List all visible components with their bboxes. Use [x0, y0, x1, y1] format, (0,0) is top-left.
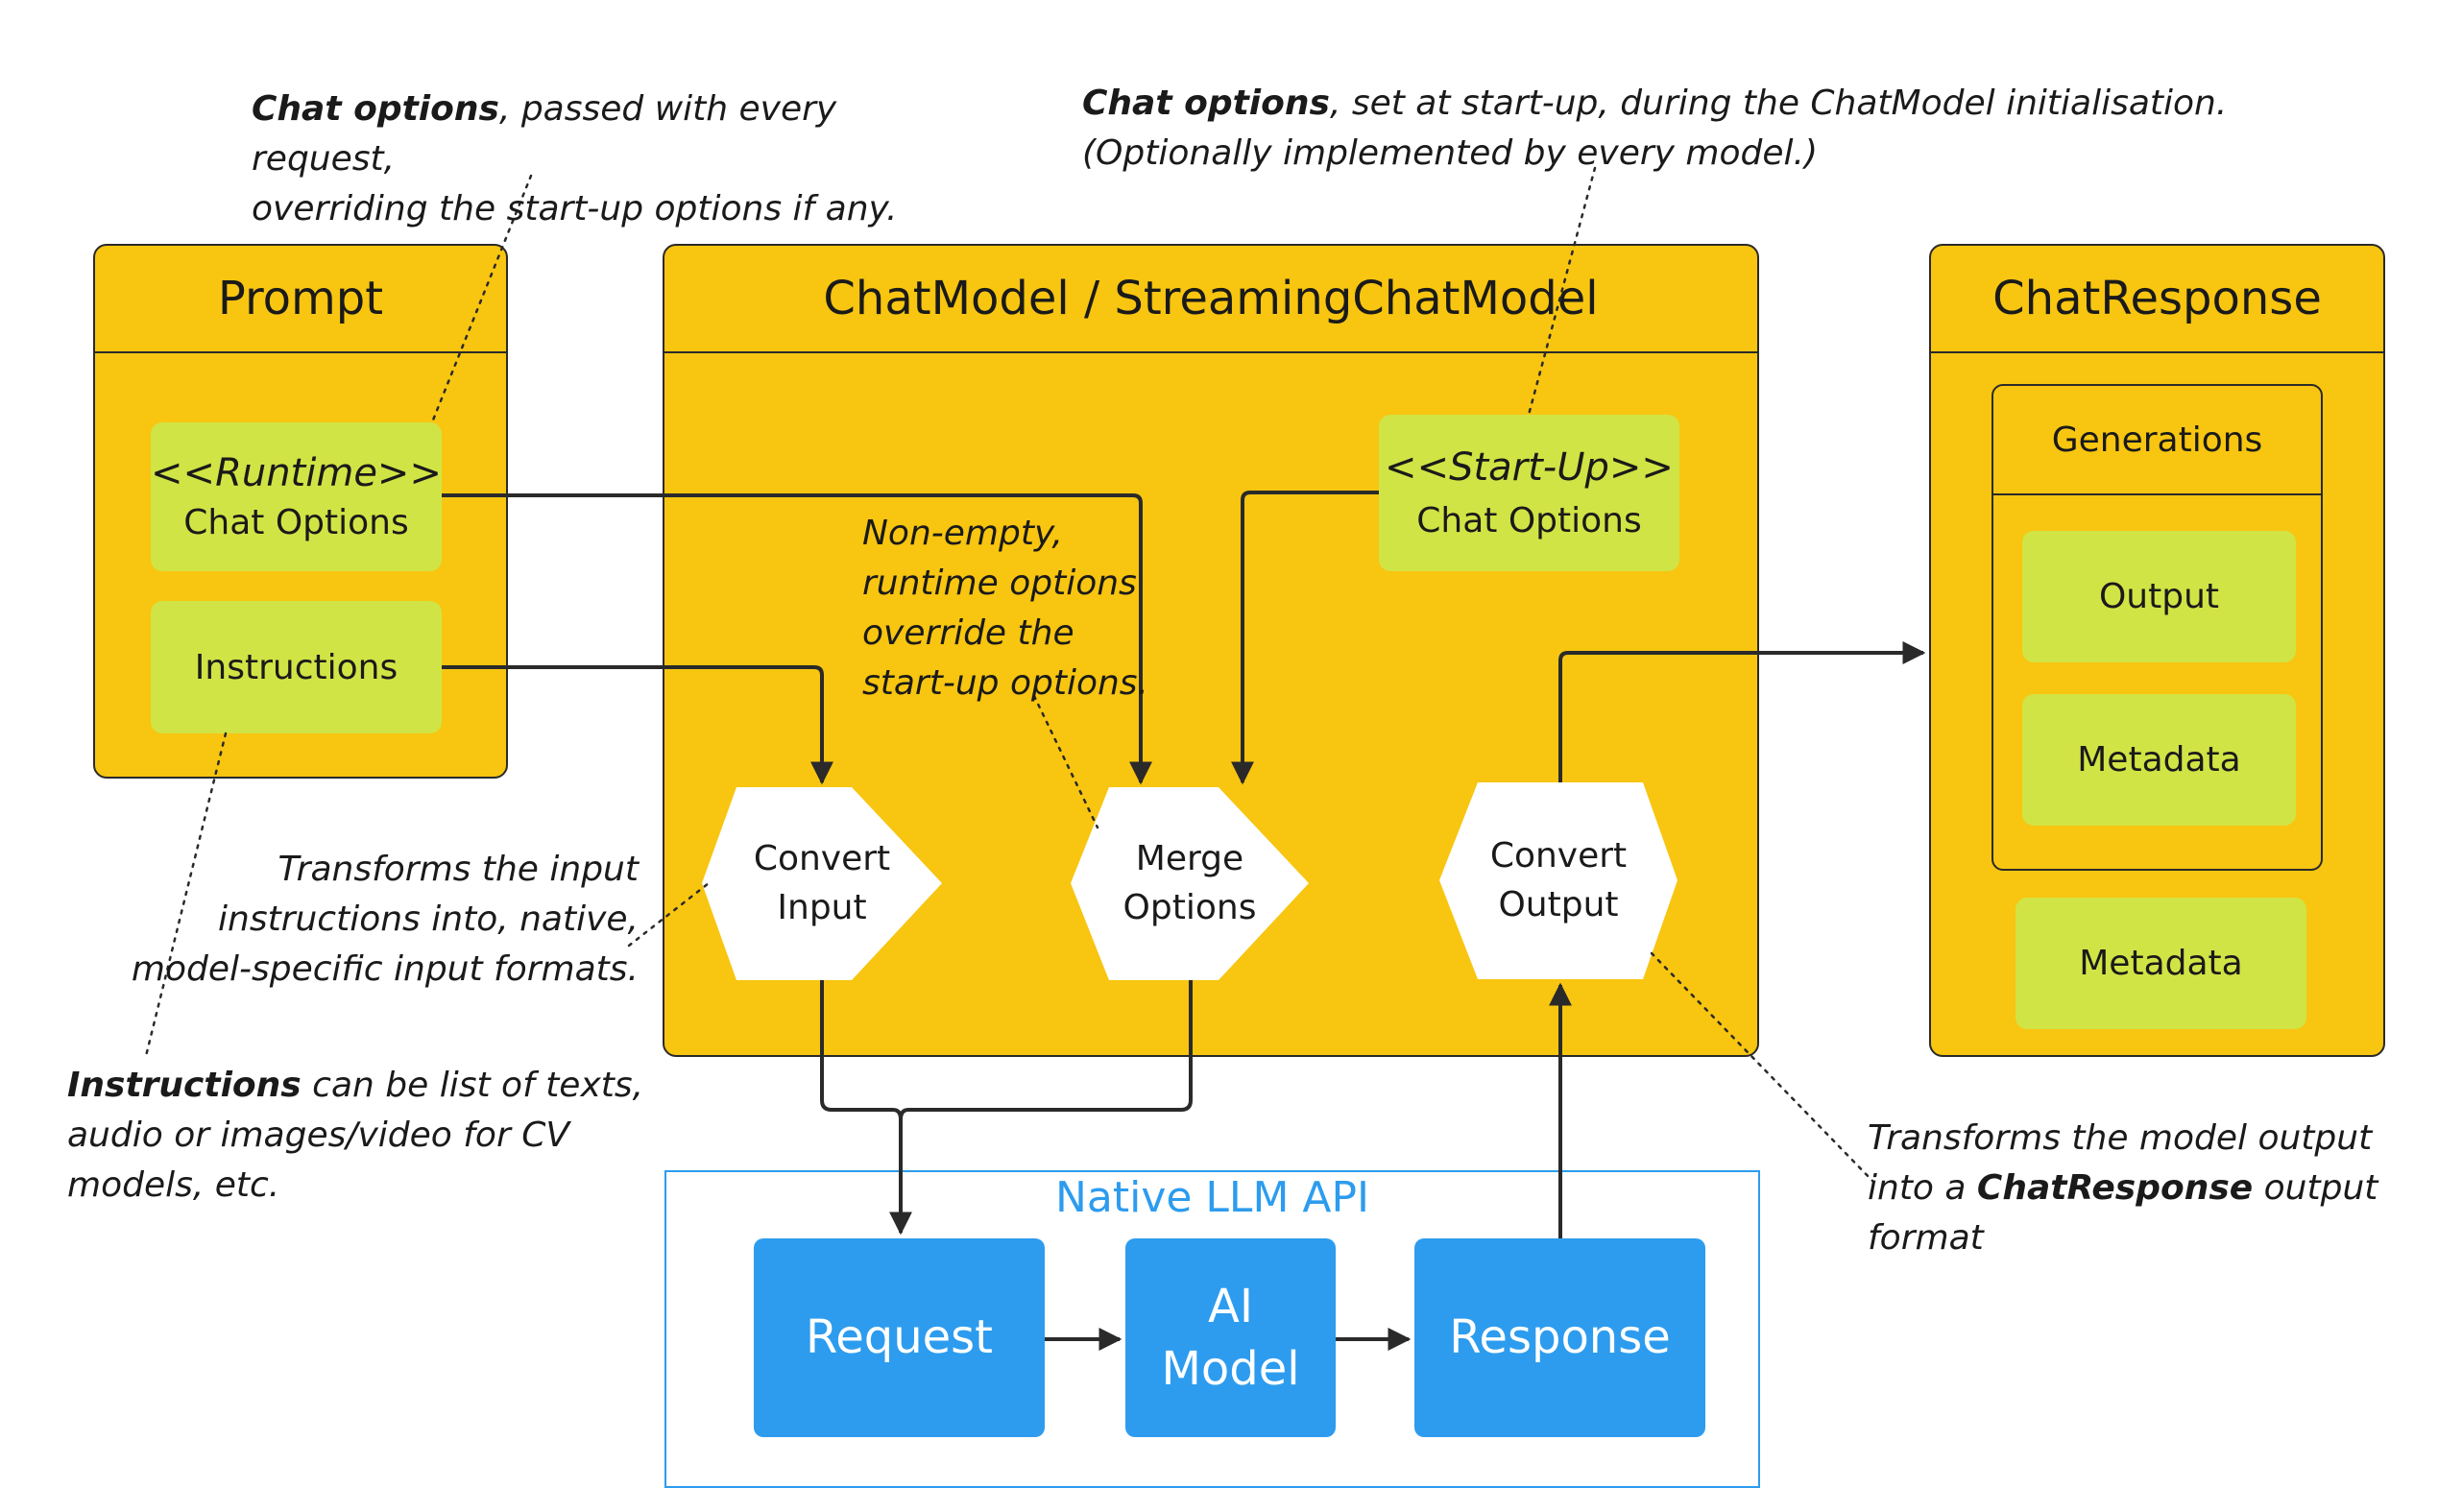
merge-options-label: Merge Options — [1071, 787, 1309, 980]
merge-note-line3: override the — [862, 613, 1074, 653]
runtime-to-merge-arrow — [442, 493, 1152, 785]
merge-options-line1: Merge — [1135, 839, 1244, 879]
startup-chat-options-box: <<Start-Up>> Chat Options — [1379, 415, 1679, 571]
generations-box: Generations — [1991, 384, 2323, 871]
merge-note-line2: runtime options — [862, 564, 1137, 603]
startup-to-merge-arrow — [1231, 491, 1379, 785]
runtime-options-note-line2: overriding the start-up options if any. — [252, 189, 898, 228]
prompt-title: Prompt — [95, 246, 506, 353]
convert-input-to-request-line — [820, 980, 912, 1236]
generations-title: Generations — [1993, 386, 2321, 495]
instructions-note-line3: models, etc. — [67, 1165, 280, 1205]
merge-note-line4: start-up options. — [862, 663, 1148, 703]
merge-options-note: Non-empty, runtime options override the … — [862, 509, 1150, 708]
startup-options-note-bold: Chat options — [1082, 84, 1330, 123]
response-metadata-box: Metadata — [2016, 898, 2306, 1029]
convert-output-note-line3: format — [1868, 1218, 1984, 1258]
startup-note-leader — [1527, 166, 1597, 417]
convert-output-line2: Output — [1498, 884, 1619, 924]
instructions-note-line2: audio or images/video for CV — [67, 1116, 569, 1155]
ai-model-box: AI Model — [1125, 1238, 1336, 1437]
instructions-label: Instructions — [194, 647, 398, 687]
chat-model-title: ChatModel / StreamingChatModel — [664, 246, 1757, 353]
request-label: Request — [806, 1310, 993, 1365]
native-llm-api-title: Native LLM API — [1054, 1173, 1370, 1222]
convert-output-hexagon — [1439, 782, 1678, 979]
runtime-stereotype: <<Runtime>> — [151, 451, 442, 495]
response-box: Response — [1414, 1238, 1705, 1437]
native-llm-api-box — [664, 1170, 1760, 1488]
convert-input-line2: Input — [777, 887, 867, 927]
chat-response-title: ChatResponse — [1931, 246, 2383, 353]
generation-metadata-box: Metadata — [2022, 694, 2296, 826]
convert-input-hexagon — [702, 787, 942, 980]
runtime-options-note: Chat options, passed with every request,… — [252, 84, 981, 234]
convert-output-note-bold: ChatResponse — [1976, 1168, 2254, 1208]
runtime-chat-options-label: Chat Options — [183, 503, 409, 542]
generation-metadata-label: Metadata — [2077, 740, 2241, 780]
request-box: Request — [754, 1238, 1045, 1437]
instructions-note-bold: Instructions — [67, 1066, 302, 1105]
output-label: Output — [2098, 577, 2220, 616]
convert-input-line1: Convert — [753, 839, 891, 879]
convert-output-note-post: output — [2253, 1168, 2378, 1208]
merge-options-line2: Options — [1122, 887, 1257, 927]
runtime-note-leader — [430, 174, 533, 424]
convert-input-note: Transforms the input instructions into, … — [106, 845, 639, 995]
convert-output-note-leader — [1650, 951, 1874, 1183]
convert-input-note-line3: model-specific input formats. — [131, 949, 639, 989]
merge-options-hexagon — [1071, 787, 1309, 980]
output-box: Output — [2022, 531, 2296, 662]
convert-output-note: Transforms the model output into a ChatR… — [1868, 1114, 2405, 1263]
startup-chat-options-label: Chat Options — [1416, 501, 1642, 540]
startup-options-note-line2: (Optionally implemented by every model.) — [1082, 133, 1819, 173]
convert-input-note-line1: Transforms the input — [278, 850, 639, 889]
instructions-to-convert-input-arrow — [442, 665, 833, 785]
runtime-options-note-rest: , passed with every request, — [252, 89, 837, 179]
startup-options-note-rest: , set at start-up, during the ChatModel … — [1329, 84, 2228, 123]
ai-model-line1: AI — [1208, 1279, 1253, 1333]
convert-input-note-line2: instructions into, native, — [218, 900, 639, 939]
instructions-note-leader — [144, 732, 228, 1058]
instructions-note: Instructions can be list of texts, audio… — [67, 1061, 663, 1211]
runtime-options-note-bold: Chat options — [252, 89, 499, 129]
convert-output-line1: Convert — [1489, 836, 1628, 876]
ai-model-line2: Model — [1161, 1341, 1300, 1396]
startup-options-note: Chat options, set at start-up, during th… — [1082, 79, 2273, 179]
response-metadata-label: Metadata — [2079, 944, 2243, 983]
convert-output-note-line1: Transforms the model output — [1868, 1118, 2373, 1158]
runtime-chat-options-box: <<Runtime>> Chat Options — [151, 422, 442, 571]
convert-output-to-chat-response-arrow — [1558, 641, 1926, 782]
convert-output-label: Convert Output — [1439, 782, 1678, 979]
instructions-note-rest: can be list of texts, — [301, 1066, 644, 1105]
convert-input-note-leader — [627, 881, 711, 948]
response-label: Response — [1449, 1310, 1671, 1365]
merge-to-request-line — [899, 980, 1193, 1120]
merge-note-line1: Non-empty, — [862, 514, 1063, 553]
instructions-box: Instructions — [151, 601, 442, 733]
convert-output-note-pre: into a — [1868, 1168, 1977, 1208]
startup-stereotype: <<Start-Up>> — [1385, 445, 1674, 490]
convert-input-label: Convert Input — [702, 787, 942, 980]
